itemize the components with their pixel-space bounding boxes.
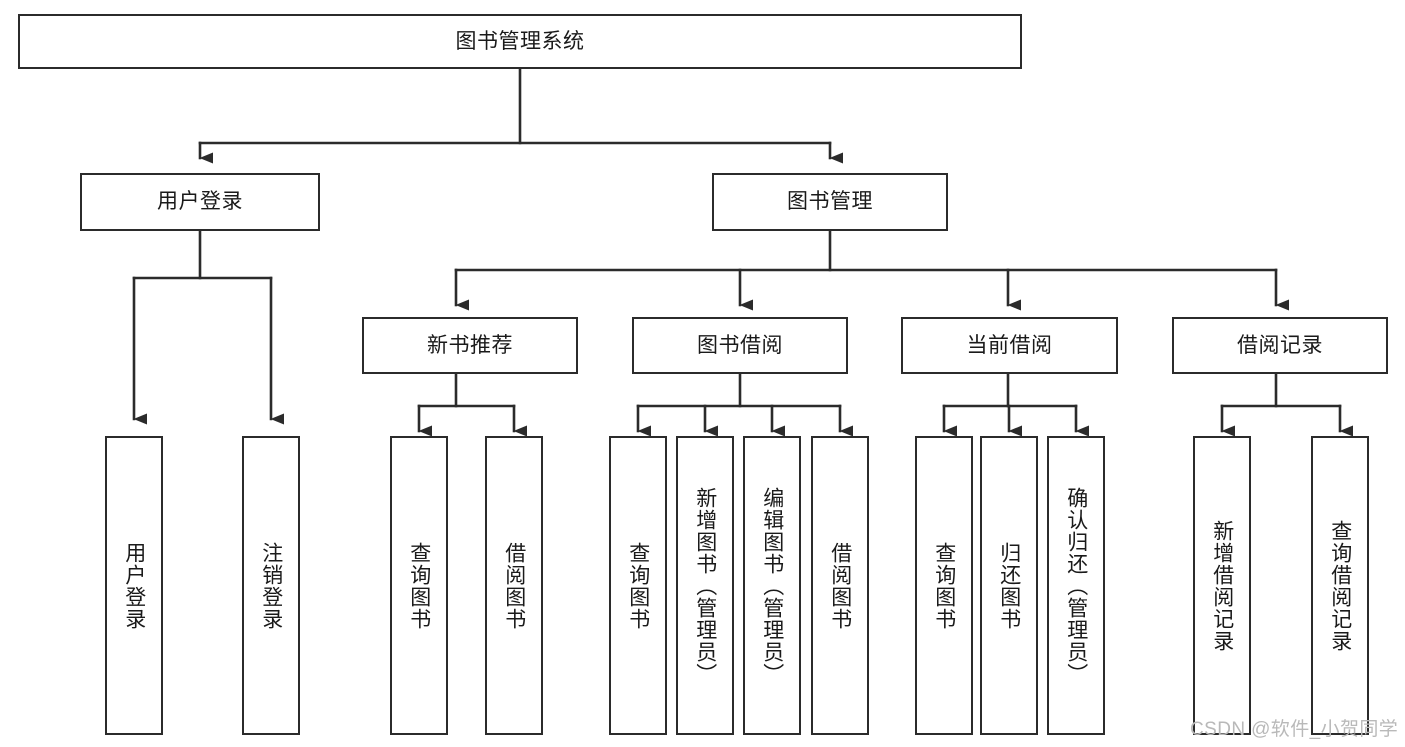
node-label: 用户登录 — [122, 541, 146, 630]
node-label: 新书推荐 — [427, 333, 513, 357]
node-label: 查询图书 — [407, 541, 431, 630]
node-user-login[interactable]: 用户登录 — [80, 173, 320, 231]
node-label: 借阅图书 — [828, 541, 852, 630]
node-label: 图书管理 — [787, 190, 873, 214]
leaf-borrow-edit-book-admin[interactable]: 编辑图书（管理员） — [743, 436, 801, 735]
leaf-record-add-record[interactable]: 新增借阅记录 — [1193, 436, 1251, 735]
node-label: 查询图书 — [932, 541, 956, 630]
leaf-recommend-query-book[interactable]: 查询图书 — [390, 436, 448, 735]
leaf-recommend-borrow-book[interactable]: 借阅图书 — [485, 436, 543, 735]
node-label: 图书借阅 — [697, 333, 783, 357]
node-label: 借阅图书 — [502, 541, 526, 630]
leaf-borrow-query-book[interactable]: 查询图书 — [609, 436, 667, 735]
leaf-current-query-book[interactable]: 查询图书 — [915, 436, 973, 735]
node-label: 借阅记录 — [1237, 333, 1323, 357]
watermark-text: CSDN @软件_小贺同学 — [1190, 719, 1399, 740]
node-label: 查询图书 — [626, 541, 650, 630]
leaf-current-confirm-return-admin[interactable]: 确认归还（管理员） — [1047, 436, 1105, 735]
node-label: 注销登录 — [259, 541, 283, 630]
node-root-system[interactable]: 图书管理系统 — [18, 14, 1022, 69]
leaf-record-query-record[interactable]: 查询借阅记录 — [1311, 436, 1369, 735]
node-label: 确认归还（管理员） — [1064, 486, 1088, 685]
node-label: 新增借阅记录 — [1210, 519, 1234, 652]
leaf-borrow-borrow-book[interactable]: 借阅图书 — [811, 436, 869, 735]
node-new-book-recommend[interactable]: 新书推荐 — [362, 317, 578, 374]
node-label: 编辑图书（管理员） — [760, 486, 784, 685]
node-label: 查询借阅记录 — [1328, 519, 1352, 652]
node-label: 归还图书 — [997, 541, 1021, 630]
leaf-borrow-add-book-admin[interactable]: 新增图书（管理员） — [676, 436, 734, 735]
node-current-borrow[interactable]: 当前借阅 — [901, 317, 1118, 374]
node-borrow-record[interactable]: 借阅记录 — [1172, 317, 1388, 374]
leaf-user-logout[interactable]: 注销登录 — [242, 436, 300, 735]
node-label: 新增图书（管理员） — [693, 486, 717, 685]
node-label: 图书管理系统 — [455, 29, 585, 53]
leaf-current-return-book[interactable]: 归还图书 — [980, 436, 1038, 735]
node-book-borrow[interactable]: 图书借阅 — [632, 317, 848, 374]
node-book-management[interactable]: 图书管理 — [712, 173, 948, 231]
leaf-user-login[interactable]: 用户登录 — [105, 436, 163, 735]
node-label: 当前借阅 — [966, 333, 1053, 357]
node-label: 用户登录 — [157, 190, 243, 214]
